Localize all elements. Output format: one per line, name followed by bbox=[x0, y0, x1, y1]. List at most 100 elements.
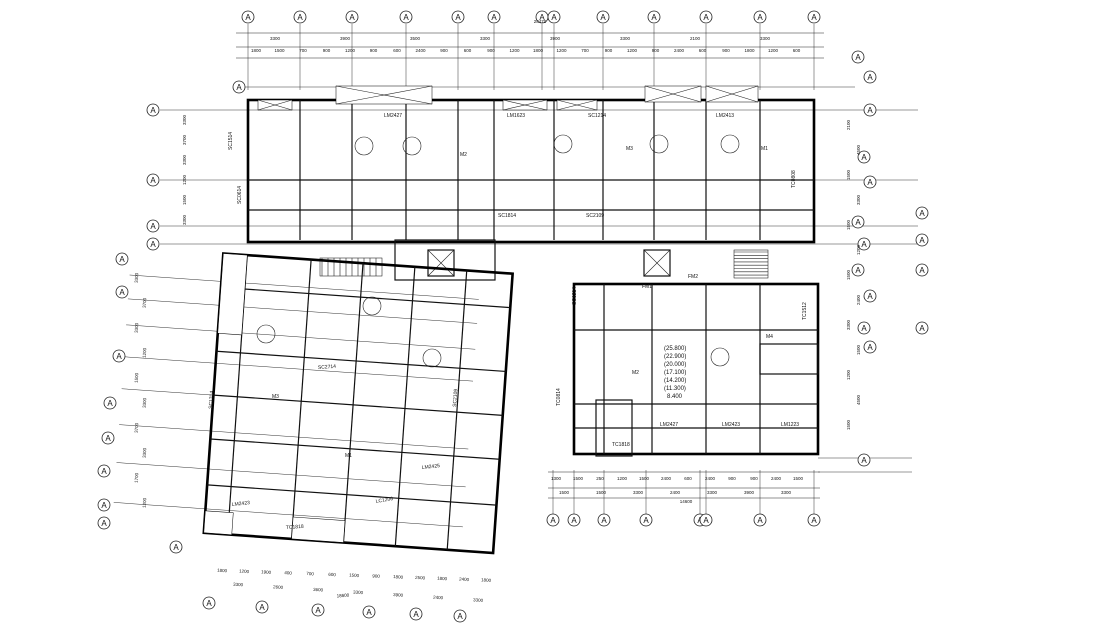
balcony-hatch bbox=[705, 85, 759, 103]
grid-bubble-circle bbox=[857, 453, 871, 467]
dimension-text-top-2: 600 bbox=[699, 48, 707, 53]
grid-bubble-label: A bbox=[236, 83, 242, 92]
elevator-x bbox=[427, 249, 455, 277]
dimension-text-bottom-left-1: 900 bbox=[372, 573, 380, 579]
dimension-text-left: 3700 bbox=[182, 134, 187, 145]
dimension-text-top-2: 1800 bbox=[744, 48, 755, 53]
bay-window bbox=[595, 399, 633, 457]
grid-bubble-circle bbox=[97, 498, 111, 512]
dimension-text-left-lower: 3700 bbox=[142, 297, 148, 308]
grid-bubble-label: A bbox=[119, 255, 125, 264]
dimension-text-bottom-left-2: 3600 bbox=[313, 587, 324, 593]
grid-bubble-label: A bbox=[919, 324, 925, 333]
dimension-text-top-2: 900 bbox=[652, 48, 660, 53]
dimension-text-left-lower: 1700 bbox=[134, 472, 140, 483]
grid-bubble-circle bbox=[409, 607, 423, 621]
dimension-text-left-lower: 3300 bbox=[134, 272, 140, 283]
grid-bubble-circle bbox=[97, 516, 111, 530]
dimension-text-bottom-left-1: 2400 bbox=[459, 576, 470, 582]
dimension-text-right: 1500 bbox=[846, 419, 851, 430]
dimension-text-top-2: 900 bbox=[722, 48, 730, 53]
dining-table bbox=[354, 136, 374, 156]
grid-bubble-circle bbox=[232, 80, 246, 94]
grid-bubble: A bbox=[753, 10, 767, 24]
dimension-text-right: 1200 bbox=[846, 369, 851, 380]
grid-bubble-circle bbox=[857, 321, 871, 335]
door-label: FM2 bbox=[688, 274, 698, 280]
room-label: LC1206 bbox=[375, 496, 394, 505]
grid-bubble-circle bbox=[915, 263, 929, 277]
dimension-text-top-2: 1800 bbox=[533, 48, 544, 53]
dimension-text-bottom-left-2: 2400 bbox=[433, 595, 444, 601]
dimension-text-top-2: 2400 bbox=[674, 48, 685, 53]
balcony-hatch bbox=[502, 99, 548, 111]
grid-bubble-circle bbox=[639, 513, 653, 527]
room-label: SC1514 bbox=[228, 132, 234, 150]
overall-dimension-top: 28470 bbox=[534, 19, 547, 24]
dimension-text-bottom-left-2: 3300 bbox=[473, 597, 484, 603]
grid-bubble: A bbox=[345, 10, 359, 24]
dimension-text-bottom-right-1: 1200 bbox=[617, 476, 628, 481]
grid-bubble-label: A bbox=[919, 209, 925, 218]
grid-bubble: A bbox=[863, 340, 877, 354]
dimension-text-left: 3300 bbox=[182, 214, 187, 225]
grid-bubble-label: A bbox=[206, 599, 212, 608]
grid-bubble: A bbox=[311, 603, 325, 617]
dimension-text-top-2: 600 bbox=[393, 48, 401, 53]
room-label: SC1214 bbox=[588, 113, 606, 119]
grid-bubble-circle bbox=[241, 10, 255, 24]
stair-right bbox=[733, 249, 769, 279]
grid-bubble-label: A bbox=[349, 13, 355, 22]
grid-bubble-label: A bbox=[107, 399, 113, 408]
grid-bubble: A bbox=[409, 607, 423, 621]
grid-bubble-label: A bbox=[601, 516, 607, 525]
grid-bubble-circle bbox=[103, 396, 117, 410]
dining-table bbox=[402, 136, 422, 156]
grid-bubble-label: A bbox=[150, 176, 156, 185]
grid-bubble: A bbox=[101, 431, 115, 445]
dimension-text-bottom-right-1: 1500 bbox=[639, 476, 650, 481]
grid-bubble-circle bbox=[146, 173, 160, 187]
grid-bubble-label: A bbox=[150, 222, 156, 231]
dimension-text-top-2: 900 bbox=[440, 48, 448, 53]
dimension-text-left-lower: 1500 bbox=[134, 372, 140, 383]
interior-wall-horizontal bbox=[213, 394, 503, 416]
dimension-text-bottom-right-2: 3300 bbox=[633, 490, 644, 495]
grid-bubble-label: A bbox=[811, 516, 817, 525]
dimension-text-right: 1200 bbox=[856, 244, 861, 255]
grid-bubble-label: A bbox=[259, 603, 265, 612]
grid-bubble: A bbox=[453, 609, 467, 623]
grid-bubble: A bbox=[857, 321, 871, 335]
dimension-text-bottom-right-1: 1500 bbox=[573, 476, 584, 481]
grid-bubble-label: A bbox=[101, 501, 107, 510]
grid-bubble-circle bbox=[547, 10, 561, 24]
grid-bubble-label: A bbox=[101, 519, 107, 528]
dimension-text-left-lower: 3300 bbox=[134, 322, 140, 333]
room-label: LM2423 bbox=[722, 422, 740, 428]
grid-bubble-label: A bbox=[150, 240, 156, 249]
grid-bubble-label: A bbox=[539, 13, 545, 22]
grid-bubble-circle bbox=[311, 603, 325, 617]
grid-bubble-label: A bbox=[855, 218, 861, 227]
dimension-text-left-lower: 3300 bbox=[142, 397, 148, 408]
grid-bubble: A bbox=[103, 396, 117, 410]
grid-bubble: A bbox=[597, 513, 611, 527]
grid-bubble-circle bbox=[863, 70, 877, 84]
overall-dimension-left-bottom: 18600 bbox=[337, 593, 350, 599]
grid-bubble: A bbox=[863, 70, 877, 84]
interior-wall-horizontal bbox=[216, 350, 506, 373]
door-label: M3 bbox=[272, 394, 279, 400]
dimension-text-bottom-right-1: 2400 bbox=[705, 476, 716, 481]
grid-bubble-circle bbox=[169, 540, 183, 554]
dimension-text-left: 1200 bbox=[182, 174, 187, 185]
dimension-text-top-1: 3300 bbox=[620, 36, 631, 41]
grid-bubble-circle bbox=[851, 215, 865, 229]
grid-line-horizontal bbox=[129, 274, 479, 300]
grid-bubble-circle bbox=[345, 10, 359, 24]
dimension-text-right: 1500 bbox=[846, 169, 851, 180]
door-label: M1 bbox=[345, 453, 352, 459]
dining-table bbox=[710, 347, 730, 367]
dimension-text-bottom-right-1: 1300 bbox=[551, 476, 562, 481]
